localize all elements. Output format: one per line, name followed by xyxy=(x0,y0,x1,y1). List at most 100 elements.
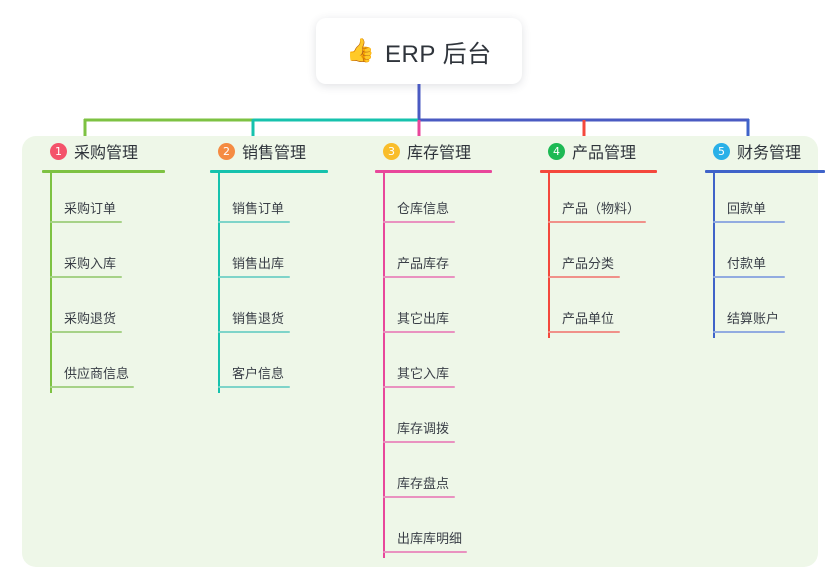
branch-column: 1 采购管理采购订单采购入库采购退货供应商信息 xyxy=(32,136,202,393)
branch-item-underline xyxy=(383,496,455,498)
branch-item[interactable]: 付款单 xyxy=(695,228,839,283)
branch-header-1[interactable]: 1 采购管理 xyxy=(32,136,202,166)
branch-item[interactable]: 销售订单 xyxy=(200,173,365,228)
branch-item[interactable]: 出库库明细 xyxy=(365,503,530,558)
branch-item-underline xyxy=(383,276,455,278)
branch-item-underline xyxy=(218,276,290,278)
branch-underline xyxy=(210,170,328,173)
branch-item-label: 采购订单 xyxy=(64,201,117,216)
branch-item-label: 客户信息 xyxy=(232,366,285,381)
branch-index-badge: 5 xyxy=(713,142,730,160)
branch-underline xyxy=(540,170,657,173)
branch-item-label: 库存盘点 xyxy=(397,476,450,491)
branch-item-underline xyxy=(383,331,455,333)
branch-items: 产品（物料） 产品分类产品单位 xyxy=(530,173,695,338)
branch-item-label: 产品单位 xyxy=(562,311,615,326)
branch-item[interactable]: 采购入库 xyxy=(32,228,202,283)
branch-item-underline xyxy=(50,276,122,278)
branch-item[interactable]: 客户信息 xyxy=(200,338,365,393)
branch-item-label: 其它入库 xyxy=(397,366,450,381)
branch-column: 3 库存管理仓库信息产品库存其它出库其它入库库存调拨库存盘点出库库明细 xyxy=(365,136,530,558)
branch-item[interactable]: 采购退货 xyxy=(32,283,202,338)
branch-header-3[interactable]: 3 库存管理 xyxy=(365,136,530,166)
diagram-panel: 1 采购管理采购订单采购入库采购退货供应商信息 2 销售管理销售订单销售出库销售退货… xyxy=(22,136,825,567)
branch-header-5[interactable]: 5 财务管理 xyxy=(695,136,839,166)
branch-item-label: 付款单 xyxy=(727,256,767,271)
branch-item-underline xyxy=(383,221,455,223)
branch-title: 销售管理 xyxy=(242,145,307,162)
branch-item[interactable]: 其它出库 xyxy=(365,283,530,338)
branch-item[interactable]: 库存盘点 xyxy=(365,448,530,503)
branch-title: 产品管理 xyxy=(572,145,637,162)
branch-item[interactable]: 结算账户 xyxy=(695,283,839,338)
root-node-card[interactable]: 👍 ERP 后台 xyxy=(316,18,522,84)
branch-column: 2 销售管理销售订单销售出库销售退货客户信息 xyxy=(200,136,365,393)
branch-title: 采购管理 xyxy=(74,145,139,162)
branch-item-label: 结算账户 xyxy=(727,311,780,326)
branch-item-underline xyxy=(713,221,785,223)
branch-item-underline xyxy=(50,331,122,333)
branch-item-label: 库存调拨 xyxy=(397,421,450,436)
branch-trunk-line xyxy=(713,173,715,338)
branch-item-label: 采购退货 xyxy=(64,311,117,326)
branch-index-badge: 2 xyxy=(218,142,235,160)
branch-items: 回款单付款单结算账户 xyxy=(695,173,839,338)
branch-item-label: 销售订单 xyxy=(232,201,285,216)
branch-index-badge: 4 xyxy=(548,142,565,160)
branch-title: 财务管理 xyxy=(737,145,802,162)
branch-underline xyxy=(375,170,492,173)
branch-item[interactable]: 产品分类 xyxy=(530,228,695,283)
branch-header-4[interactable]: 4 产品管理 xyxy=(530,136,695,166)
branch-underline xyxy=(42,170,165,173)
branch-item[interactable]: 产品（物料） xyxy=(530,173,695,228)
branch-item-underline xyxy=(50,386,134,388)
branch-items: 销售订单销售出库销售退货客户信息 xyxy=(200,173,365,393)
branch-column: 4 产品管理产品（物料） 产品分类产品单位 xyxy=(530,136,695,338)
branch-item-label: 供应商信息 xyxy=(64,366,130,381)
thumbs-up-icon: 👍 xyxy=(346,37,376,64)
branch-item-label: 销售出库 xyxy=(232,256,285,271)
branch-column: 5 财务管理回款单付款单结算账户 xyxy=(695,136,839,338)
branch-trunk-line xyxy=(383,173,385,558)
branch-item[interactable]: 库存调拨 xyxy=(365,393,530,448)
branch-item[interactable]: 仓库信息 xyxy=(365,173,530,228)
branch-item-underline xyxy=(218,386,290,388)
branch-item-underline xyxy=(50,221,122,223)
branch-trunk-line xyxy=(548,173,550,338)
branch-item-label: 其它出库 xyxy=(397,311,450,326)
branch-item[interactable]: 产品单位 xyxy=(530,283,695,338)
branch-item-underline xyxy=(383,551,467,553)
branch-underline xyxy=(705,170,825,173)
branch-trunk-line xyxy=(218,173,220,393)
branch-item[interactable]: 其它入库 xyxy=(365,338,530,393)
branch-index-badge: 3 xyxy=(383,142,400,160)
branch-item[interactable]: 采购订单 xyxy=(32,173,202,228)
branch-item-label: 产品库存 xyxy=(397,256,450,271)
branch-item-label: 产品分类 xyxy=(562,256,615,271)
branch-item[interactable]: 销售出库 xyxy=(200,228,365,283)
branch-index-badge: 1 xyxy=(50,142,67,160)
branch-item-underline xyxy=(548,331,620,333)
root-node-title: ERP 后台 xyxy=(385,40,492,68)
branch-item-underline xyxy=(548,221,646,223)
branch-item[interactable]: 产品库存 xyxy=(365,228,530,283)
branch-item-label: 采购入库 xyxy=(64,256,117,271)
branch-item-label: 销售退货 xyxy=(232,311,285,326)
branch-item[interactable]: 回款单 xyxy=(695,173,839,228)
branch-item-underline xyxy=(383,441,455,443)
branch-item-label: 回款单 xyxy=(727,201,767,216)
branch-item[interactable]: 供应商信息 xyxy=(32,338,202,393)
branch-item-underline xyxy=(218,221,290,223)
branch-trunk-line xyxy=(50,173,52,393)
branch-item[interactable]: 销售退货 xyxy=(200,283,365,338)
branch-item-underline xyxy=(713,331,785,333)
branch-item-label: 出库库明细 xyxy=(397,531,463,546)
branch-items: 采购订单采购入库采购退货供应商信息 xyxy=(32,173,202,393)
branch-item-label: 产品（物料） xyxy=(562,201,641,216)
branch-item-underline xyxy=(548,276,620,278)
branch-header-2[interactable]: 2 销售管理 xyxy=(200,136,365,166)
branch-item-underline xyxy=(218,331,290,333)
branch-title: 库存管理 xyxy=(407,145,472,162)
branch-item-underline xyxy=(383,386,455,388)
branch-items: 仓库信息产品库存其它出库其它入库库存调拨库存盘点出库库明细 xyxy=(365,173,530,558)
